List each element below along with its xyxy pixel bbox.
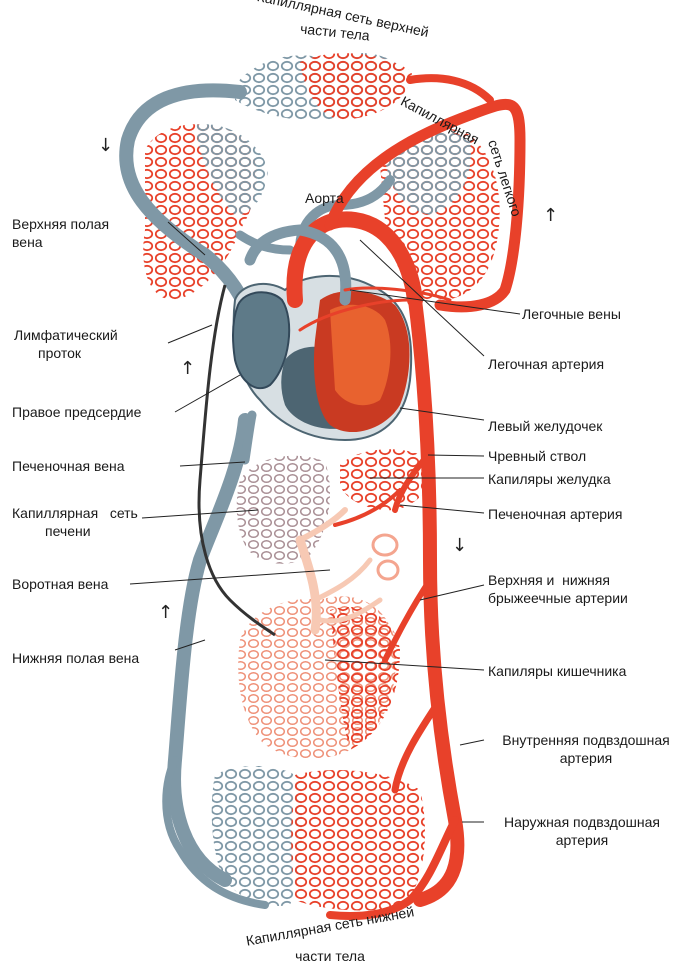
flow-up-arrow-icon: ↑ [180,358,196,379]
right-atrium [232,291,291,390]
label-aorta: Аорта [305,190,344,206]
label-left-ventricle: Левый желудочек [488,418,603,434]
label-internal-iliac-line1: Внутренняя подвздошная [502,732,670,748]
label-lower-capillary-line2: части тела [295,948,365,964]
descending-aorta [408,293,465,907]
aortic-arch [286,211,423,308]
upper-body-artery [324,98,526,313]
label-portal-vein: Воротная вена [12,576,109,592]
pulmonary-artery [244,224,352,306]
label-mesenteric-line2: брыжеечные артерии [488,590,628,606]
label-pulmonary-artery: Легочная артерия [488,356,605,372]
label-svc-line1: Верхняя полая [12,216,110,232]
label-external-iliac-line2: артерия [555,832,609,848]
label-right-atrium: Правое предсердие [12,404,142,420]
label-liver-capillary-line2: печени [45,523,91,539]
flow-down-arrow-icon: ↓ [452,535,468,556]
lower-body-capillary-net [211,765,425,911]
left-lung-capillary-net [143,124,268,300]
flow-up-arrow-icon: ↑ [543,205,559,226]
arteries [244,74,526,921]
hepatic-artery [333,488,402,527]
flow-up-arrow-icon: ↑ [158,602,174,623]
label-external-iliac-line1: Наружная подвздошная [504,814,660,830]
label-stomach-capillaries: Капиляры желудка [488,471,611,487]
label-hepatic-vein: Печеночная вена [12,458,125,474]
lymphatic-duct [197,284,276,637]
inferior-vena-cava [167,413,252,887]
label-celiac-trunk: Чревный ствол [488,448,587,464]
label-lymph-line2: проток [38,345,82,361]
liver-capillary-net [236,455,330,564]
superior-vena-cava [119,83,257,327]
label-liver-capillary-line1: Капиллярная сеть [12,505,138,521]
intestine-capillary-net [238,596,400,759]
label-ivc: Нижняя полая вена [12,650,140,666]
label-mesenteric-line1: Верхняя и нижняя [488,572,610,588]
portal-vein-branches [295,507,383,635]
hepatic-vein [240,410,257,465]
celiac-trunk [392,452,431,513]
internal-iliac-artery [391,696,444,794]
label-pulmonary-veins: Легочные вены [522,306,621,322]
stomach-capillary-net [340,449,433,511]
label-lymph-line1: Лимфатический [14,327,118,343]
label-internal-iliac-line2: артерия [559,750,613,766]
upper-body-capillary-net [235,52,412,121]
heart [232,274,413,442]
label-intestine-capillaries: Капиляры кишечника [488,663,627,679]
mesenteric-loop [371,533,400,581]
flow-down-arrow-icon: ↓ [98,135,114,156]
leader-lines [129,221,521,823]
mesenteric-artery [382,577,433,663]
label-svc-line2: вена [12,234,43,250]
label-hepatic-artery: Печеночная артерия [488,506,623,522]
